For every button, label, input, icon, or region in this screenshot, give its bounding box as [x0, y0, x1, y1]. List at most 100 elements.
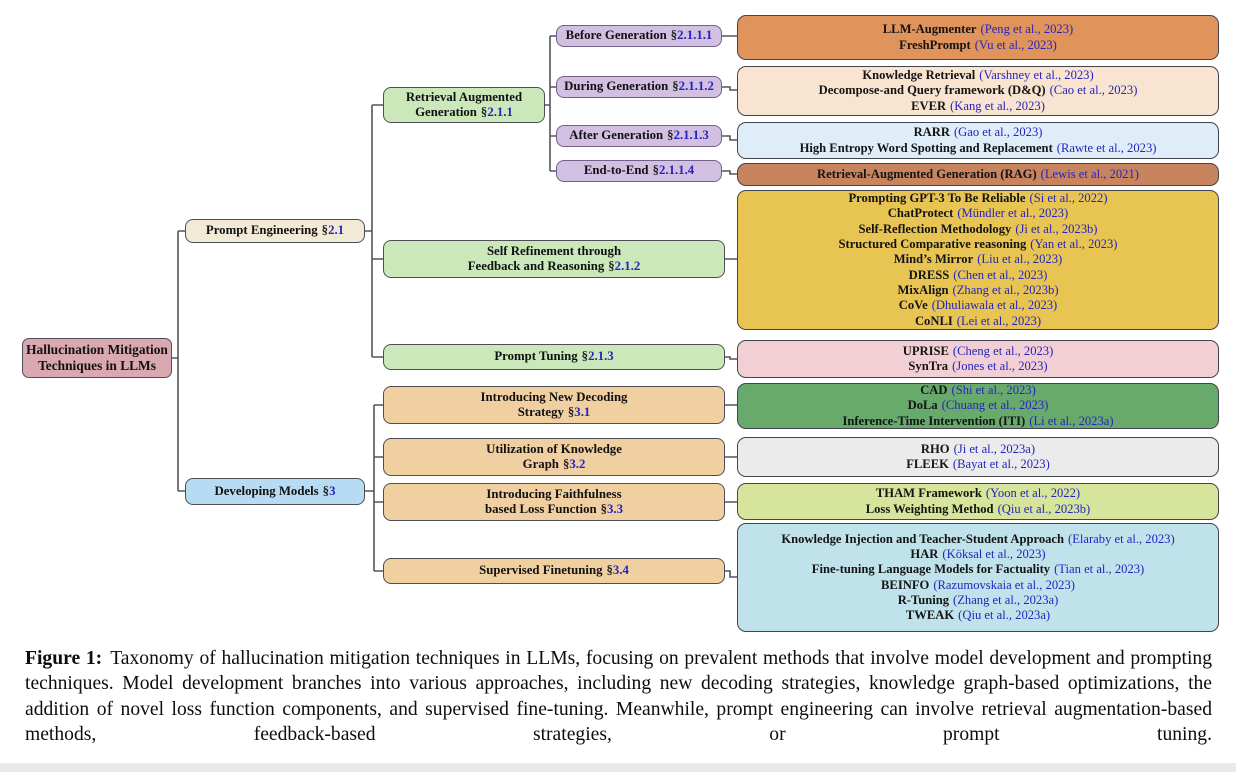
citation-link[interactable]: (Dhuliawala et al., 2023) [931, 298, 1058, 313]
citation-link[interactable]: (Lewis et al., 2021) [1040, 166, 1139, 181]
method-name: ChatProtect [887, 206, 954, 221]
citation-link[interactable]: (Tian et al., 2023) [1054, 562, 1145, 577]
section-number[interactable]: 2.1.1.4 [658, 163, 695, 178]
method-entry: LLM-Augmenter(Peng et al., 2023) [883, 22, 1073, 37]
citation-link[interactable]: (Zhang et al., 2023a) [953, 592, 1059, 607]
citation-link[interactable]: (Shi et al., 2023) [951, 383, 1036, 398]
method-entry: FreshPrompt(Vu et al., 2023) [899, 38, 1057, 53]
node-label-text: Strategy [517, 405, 564, 419]
method-entry: Knowledge Injection and Teacher-Student … [781, 532, 1174, 547]
section-number[interactable]: 3.3 [607, 502, 624, 516]
method-entry: BEINFO(Razumovskaia et al., 2023) [881, 578, 1075, 593]
citation-link[interactable]: (Köksal et al., 2023) [942, 546, 1046, 561]
citation-link[interactable]: (Vu et al., 2023) [974, 37, 1057, 52]
section-number[interactable]: 2.1.1.2 [678, 79, 714, 94]
section-link[interactable]: §3.3 [601, 502, 623, 516]
section-mark: § [480, 105, 488, 119]
section-link[interactable]: §2.1.1.1 [671, 28, 713, 42]
section-link[interactable]: §3.4 [606, 563, 628, 577]
node-label-text: Utilization of Knowledge [486, 441, 622, 456]
method-name: Inference-Time Intervention (ITI) [842, 413, 1026, 428]
section-link[interactable]: §2.1.1.2 [672, 79, 714, 93]
section-link[interactable]: §2.1.1.4 [653, 163, 695, 177]
method-name: Decompose-and Query framework (D&Q) [818, 83, 1046, 98]
section-mark: § [567, 405, 575, 419]
node-self-refinement: Self Refinement through Feedback and Rea… [383, 240, 725, 278]
method-entry: EVER(Kang et al., 2023) [911, 99, 1045, 114]
citation-link[interactable]: (Varshney et al., 2023) [979, 68, 1094, 83]
citation-link[interactable]: (Kang et al., 2023) [950, 98, 1045, 113]
method-name: Retrieval-Augmented Generation (RAG) [817, 166, 1037, 181]
method-name: CoVe [898, 298, 928, 313]
citation-link[interactable]: (Lei et al., 2023) [956, 313, 1042, 328]
section-number[interactable]: 3.1 [574, 405, 591, 419]
node-label-text: Introducing New Decoding [480, 389, 628, 404]
citation-link[interactable]: (Elaraby et al., 2023) [1068, 531, 1175, 546]
section-number[interactable]: 2.1.1.1 [677, 28, 713, 43]
citation-link[interactable]: (Mündler et al., 2023) [957, 206, 1069, 221]
node-knowledge-graph: Utilization of Knowledge Graph§3.2 [383, 438, 725, 476]
section-number[interactable]: 2.1.1 [487, 105, 513, 119]
method-entry: Knowledge Retrieval(Varshney et al., 202… [862, 68, 1093, 83]
method-name: SynTra [908, 359, 949, 373]
section-link[interactable]: §2.1.1 [481, 105, 513, 119]
node-label-line: Prompt Engineering§2.1 [206, 223, 344, 239]
section-link[interactable]: §2.1.2 [608, 259, 640, 273]
section-number[interactable]: 2.1.2 [614, 259, 641, 273]
citation-link[interactable]: (Bayat et al., 2023) [952, 457, 1050, 471]
citation-link[interactable]: (Jones et al., 2023) [952, 359, 1048, 373]
section-number[interactable]: 2.1.3 [588, 349, 614, 364]
node-during-generation: During Generation§2.1.1.2 [556, 76, 722, 98]
method-name: Loss Weighting Method [865, 501, 994, 516]
section-mark: § [606, 563, 613, 578]
section-link[interactable]: §3 [323, 484, 336, 498]
citation-link[interactable]: (Cao et al., 2023) [1049, 83, 1138, 98]
citation-link[interactable]: (Si et al., 2022) [1029, 191, 1108, 206]
node-label-line: During Generation§2.1.1.2 [564, 79, 714, 95]
node-label-text: Introducing Faithfulness [486, 486, 622, 501]
section-number[interactable]: 3.2 [569, 457, 586, 471]
citation-link[interactable]: (Chen et al., 2023) [953, 267, 1048, 282]
citation-link[interactable]: (Razumovskaia et al., 2023) [933, 577, 1075, 592]
citation-link[interactable]: (Ji et al., 2023b) [1015, 221, 1098, 236]
section-number[interactable]: 3 [329, 483, 336, 498]
section-number[interactable]: 2.1.1.3 [673, 128, 709, 143]
leaf-end-to-end-methods: Retrieval-Augmented Generation (RAG)(Lew… [737, 163, 1219, 186]
citation-link[interactable]: (Li et al., 2023a) [1029, 413, 1114, 428]
section-link[interactable]: §3.1 [568, 405, 590, 419]
node-loss-function: Introducing Faithfulness based Loss Func… [383, 483, 725, 521]
section-link[interactable]: §2.1.3 [582, 349, 614, 363]
citation-link[interactable]: (Yoon et al., 2022) [985, 486, 1081, 501]
citation-link[interactable]: (Chuang et al., 2023) [941, 398, 1049, 413]
node-end-to-end: End-to-End§2.1.1.4 [556, 160, 722, 182]
method-name: EVER [911, 98, 947, 113]
method-entry: UPRISE(Cheng et al., 2023) [903, 344, 1054, 359]
node-label-text: based Loss Function [484, 502, 597, 516]
citation-link[interactable]: (Rawte et al., 2023) [1056, 140, 1157, 155]
method-entry: CAD(Shi et al., 2023) [920, 383, 1036, 398]
section-number[interactable]: 2.1 [328, 223, 345, 238]
method-entry: Structured Comparative reasoning(Yan et … [839, 237, 1118, 252]
section-link[interactable]: §2.1.1.3 [667, 128, 709, 142]
node-retrieval-augmented-generation: Retrieval Augmented Generation§2.1.1 [383, 87, 545, 123]
citation-link[interactable]: (Qiu et al., 2023b) [997, 501, 1091, 516]
method-entry: CoVe(Dhuliawala et al., 2023) [899, 298, 1057, 313]
section-number[interactable]: 3.4 [612, 563, 629, 578]
citation-link[interactable]: (Yan et al., 2023) [1030, 237, 1118, 252]
citation-link[interactable]: (Ji et al., 2023a) [953, 441, 1036, 456]
citation-link[interactable]: (Liu et al., 2023) [977, 252, 1063, 267]
method-name: Prompting GPT-3 To Be Reliable [848, 191, 1026, 206]
section-link[interactable]: §2.1 [322, 223, 344, 237]
leaf-during-generation-methods: Knowledge Retrieval(Varshney et al., 202… [737, 66, 1219, 116]
citation-link[interactable]: (Qiu et al., 2023a) [958, 608, 1051, 623]
node-label-text: Before Generation [565, 28, 667, 43]
method-entry: ChatProtect(Mündler et al., 2023) [888, 206, 1068, 221]
method-name: THAM Framework [875, 486, 982, 501]
citation-link[interactable]: (Cheng et al., 2023) [952, 343, 1054, 358]
node-label-text: Prompt Tuning [494, 349, 578, 364]
section-link[interactable]: §3.2 [563, 457, 585, 471]
citation-link[interactable]: (Gao et al., 2023) [953, 125, 1043, 140]
method-entry: Prompting GPT-3 To Be Reliable(Si et al.… [848, 191, 1107, 206]
citation-link[interactable]: (Peng et al., 2023) [980, 22, 1074, 37]
citation-link[interactable]: (Zhang et al., 2023b) [952, 282, 1059, 297]
